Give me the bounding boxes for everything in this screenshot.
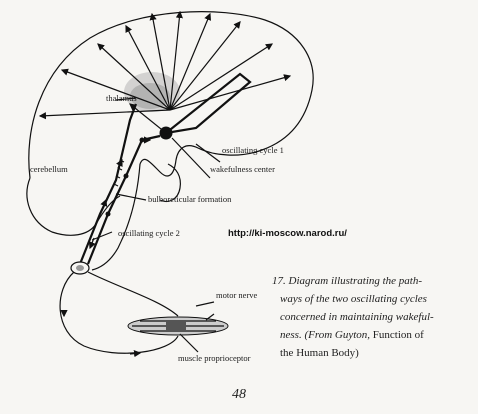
brainstem-outline (91, 163, 141, 271)
motor-loop (59, 271, 179, 354)
label-cerebellum: cerebellum (30, 164, 68, 174)
label-oscillating-cycle-1: oscillating cycle 1 (222, 145, 284, 155)
watermark-url: http://ki-moscow.narod.ru/ (228, 228, 347, 239)
caption-line-1: 17. Diagram illustrating the path- (272, 275, 422, 287)
figure-caption: 17. Diagram illustrating the path- ways … (272, 275, 434, 359)
sensory-loop (87, 271, 179, 317)
caption-line-4: ness. (From Guyton, Function of (280, 329, 424, 341)
label-thalamus: thalamus (106, 93, 137, 103)
ascending-pathway (78, 103, 138, 265)
caption-line-4-italic: ness. (From Guyton, (280, 329, 373, 341)
label-muscle-proprioceptor: muscle proprioceptor (178, 353, 251, 363)
label-wakefulness-center: wakefulness center (210, 164, 275, 174)
caption-line-5: the Human Body) (280, 347, 359, 359)
brain-outline (28, 11, 314, 179)
caption-line-3: concerned in maintaining wakeful- (280, 311, 434, 323)
page-number: 48 (232, 387, 246, 402)
label-motor-nerve: motor nerve (216, 290, 258, 300)
label-bulboreticular-formation: bulboreticular formation (148, 194, 232, 204)
caption-line-4-roman: Function of (373, 329, 424, 341)
caption-line-2: ways of the two oscillating cycles (280, 293, 427, 305)
cerebellum-outline (26, 177, 121, 236)
cortical-projection-arrows (38, 10, 292, 120)
label-oscillating-cycle-2: oscillating cycle 2 (118, 228, 180, 238)
oscillating-cycle-1-path (165, 72, 252, 135)
